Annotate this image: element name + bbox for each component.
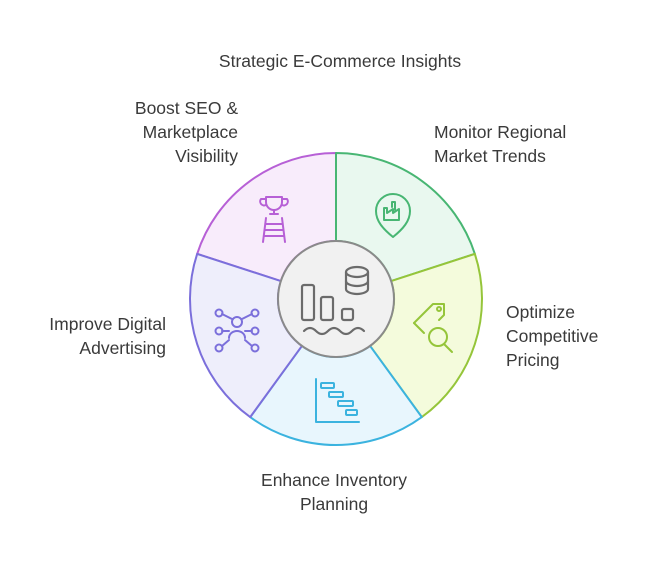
label-line: Marketplace xyxy=(142,122,238,142)
gantt-chart-icon xyxy=(315,378,360,423)
price-tag-search-icon xyxy=(413,303,453,353)
factory-location-icon xyxy=(375,193,411,238)
data-analytics-icon xyxy=(300,265,370,336)
label-line: Monitor Regional xyxy=(434,122,567,142)
label-pricing: Optimize Competitive Pricing xyxy=(506,300,598,372)
trophy-ladder-icon xyxy=(259,196,289,243)
label-regional: Monitor Regional Market Trends xyxy=(434,120,566,168)
label-advertising: Improve Digital Advertising xyxy=(0,312,166,360)
label-line: Planning xyxy=(299,494,369,514)
label-line: Market Trends xyxy=(434,146,546,166)
label-line: Optimize xyxy=(506,302,576,322)
label-line: Enhance Inventory xyxy=(261,470,407,490)
label-seo: Boost SEO & Marketplace Visibility xyxy=(60,96,238,168)
label-line: Competitive xyxy=(506,326,599,346)
diagram-title: Strategic E-Commerce Insights xyxy=(218,51,462,71)
label-inventory: Enhance Inventory Planning xyxy=(234,468,434,516)
label-line: Visibility xyxy=(175,146,238,166)
label-line: Pricing xyxy=(506,350,560,370)
label-line: Improve Digital xyxy=(49,314,166,334)
label-line: Advertising xyxy=(79,338,166,358)
center-hub xyxy=(277,240,395,358)
user-network-icon xyxy=(214,308,260,353)
label-line: Boost SEO & xyxy=(134,98,238,118)
